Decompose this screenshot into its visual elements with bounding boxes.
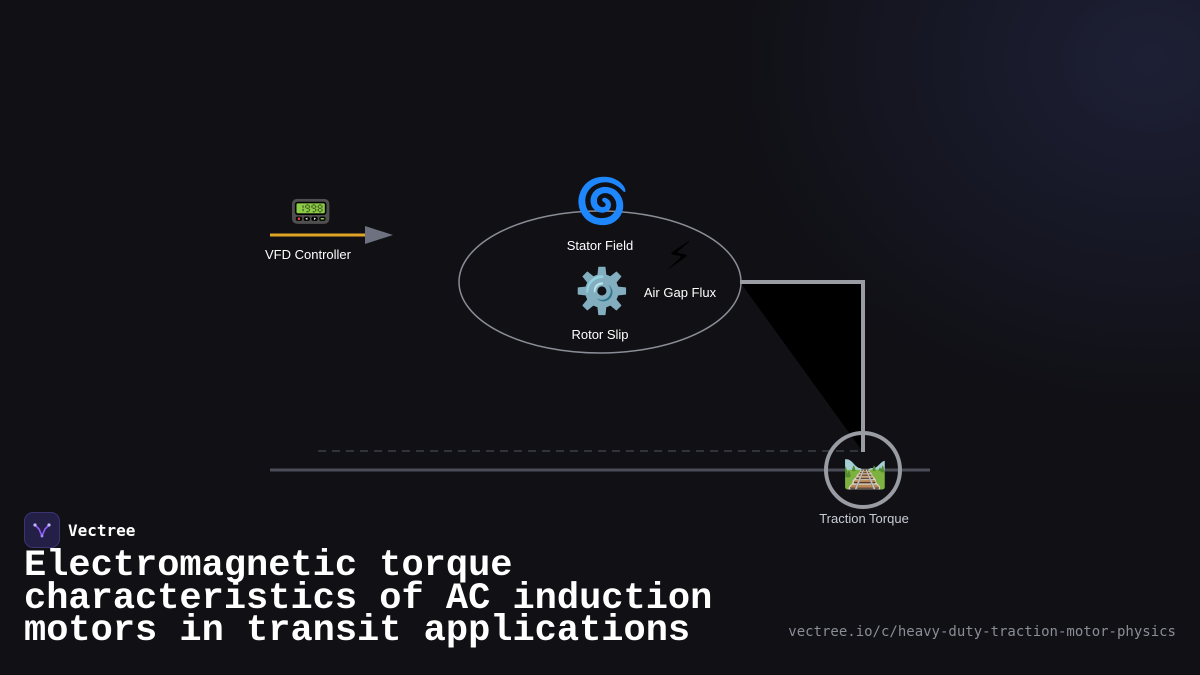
page-title: Electromagnetic torque characteristics o…: [24, 545, 713, 652]
torque-connector: [740, 280, 865, 452]
vfd-controller-label: VFD Controller: [265, 247, 351, 262]
vfd-arrowhead: [365, 226, 393, 244]
air-gap-flux-label: Air Gap Flux: [643, 285, 717, 300]
traction-node-ring: [824, 431, 902, 509]
railway-track-icon: 🛤️: [842, 450, 888, 491]
cyclone-icon: 🌀: [574, 176, 630, 227]
brand[interactable]: Vectree: [24, 512, 135, 548]
pager-icon: 📟: [289, 192, 333, 232]
torque-wedge: [740, 282, 863, 452]
source-url[interactable]: vectree.io/c/heavy-duty-traction-motor-p…: [788, 624, 1176, 640]
stator-field-label: Stator Field: [566, 238, 634, 253]
rotor-slip-label: Rotor Slip: [571, 327, 629, 342]
gear-icon: ⚙️: [574, 266, 630, 317]
vectree-logo-icon: [24, 512, 60, 548]
brand-name: Vectree: [68, 520, 136, 540]
traction-torque-label: Traction Torque: [819, 511, 909, 526]
lightning-icon: ⚡: [665, 234, 693, 278]
